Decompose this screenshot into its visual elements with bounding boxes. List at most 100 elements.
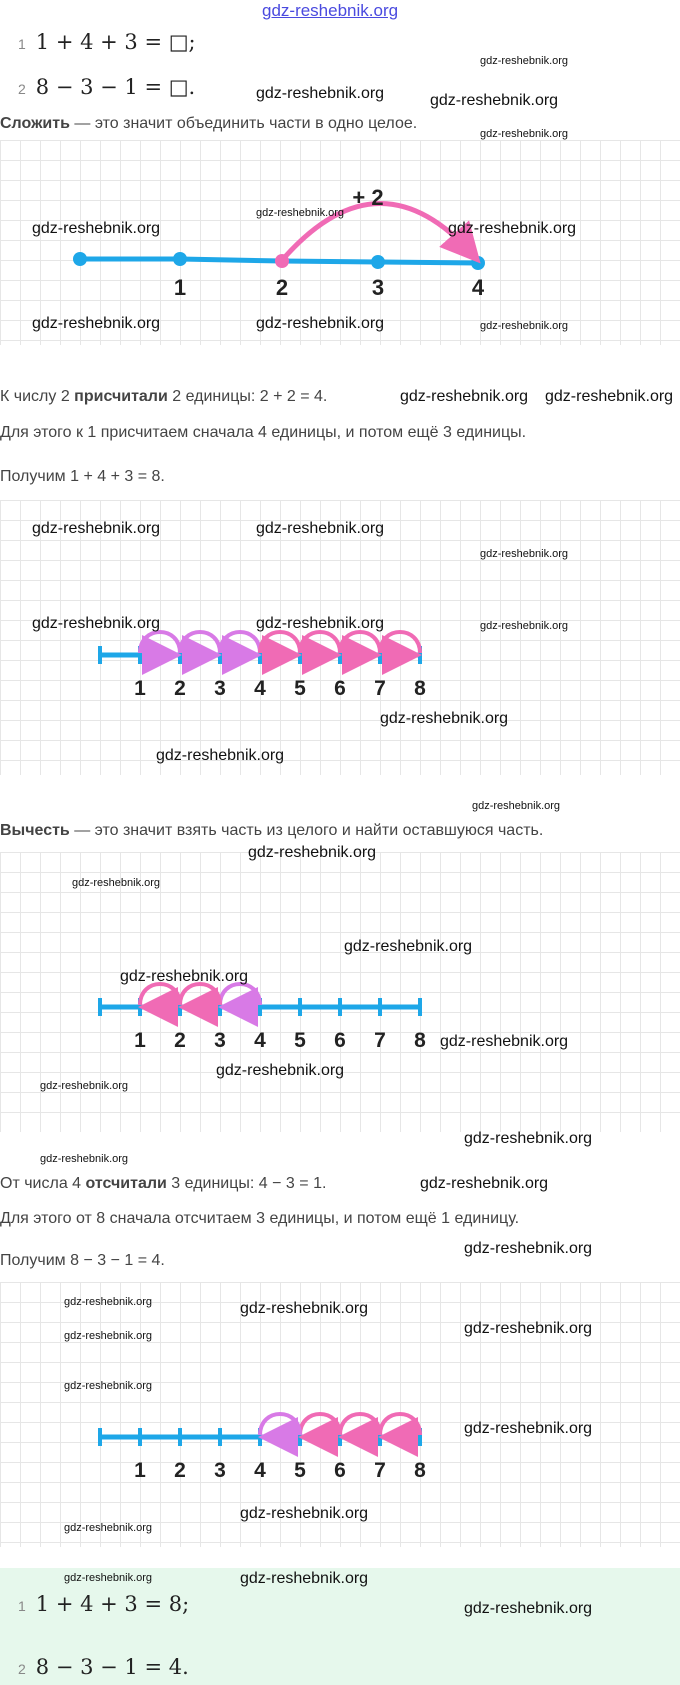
watermark: gdz-reshebnik.org [64,1296,153,1308]
number-point [471,256,485,270]
watermark: gdz-reshebnik.org [440,1033,569,1050]
step-arc [138,630,182,654]
expression: 1 + 4 + 3 = 8; [35,1592,190,1616]
watermark: gdz-reshebnik.org [32,220,161,237]
grid-area-1 [0,140,680,345]
add-explanation-1: К числу 2 присчитали 2 единицы: 2 + 2 = … [0,388,327,406]
watermark-link[interactable]: gdz-reshebnik.org [262,1,399,20]
watermark: gdz-reshebnik.org [32,315,161,332]
watermark: gdz-reshebnik.org [64,1380,153,1392]
watermark: gdz-reshebnik.org [64,1330,153,1342]
task-item-1: 1 1 + 4 + 3 = □; [18,30,196,54]
sub-explanation-1: От числа 4 отсчитали 3 единицы: 4 − 3 = … [0,1175,326,1193]
watermark: gdz-reshebnik.org [64,1572,153,1584]
watermark: gdz-reshebnik.org [344,938,473,955]
tick-label: 4 [254,677,266,700]
step-arc [178,630,222,654]
tick-label: 3 [372,275,384,300]
sub-result: Получим 8 − 3 − 1 = 4. [0,1252,165,1269]
add-definition: Сложить — это значит объединить части в … [0,115,417,133]
step-arc [378,630,422,654]
tick-label: 5 [294,1029,306,1052]
tick-label: 1 [174,275,186,300]
watermark: gdz-reshebnik.org [480,128,569,140]
step-arc [218,630,262,654]
text: отсчитали [85,1175,167,1192]
expression: 8 − 3 − 1 = □. [35,75,196,99]
tick-label: 6 [334,677,346,700]
tick-label: 4 [254,1029,266,1052]
jump-label: + 2 [352,185,383,210]
watermark: gdz-reshebnik.org [380,710,509,727]
tick-label: 5 [294,677,306,700]
text: присчитали [69,388,173,405]
step-arc [298,630,342,654]
text: От числа 4 [0,1175,86,1192]
tick-label: 8 [414,1029,426,1052]
watermark: gdz-reshebnik.org [472,800,561,812]
tick-label: 5 [294,1459,306,1482]
watermark: gdz-reshebnik.org [72,877,161,889]
watermark: gdz-reshebnik.org [400,388,529,405]
tick-label: 3 [214,1029,226,1052]
add-result: Получим 1 + 4 + 3 = 8. [0,468,165,485]
sub-definition: Вычесть — это значит взять часть из цело… [0,822,543,840]
item-number: 2 [18,1661,26,1677]
text: 2 единицы: 2 + 2 = 4. [172,388,328,405]
step-arc [178,982,222,1006]
watermark: gdz-reshebnik.org [430,92,559,109]
tick-label: 2 [174,1029,186,1052]
step-arc [258,630,302,654]
step-arc [218,982,262,1006]
watermark: gdz-reshebnik.org [240,1300,369,1317]
watermark: gdz-reshebnik.org [464,1240,593,1257]
tick-label: 8 [414,1459,426,1482]
watermark: gdz-reshebnik.org [256,315,385,332]
tick-label: 6 [334,1459,346,1482]
tick-label: 1 [134,1459,146,1482]
text: К числу [0,388,61,405]
text: 2 [60,388,70,405]
step-arc [258,1412,302,1436]
term: Вычесть [0,822,70,839]
watermark: gdz-reshebnik.org [480,620,569,632]
answer-panel [0,1568,680,1685]
tick-label: 7 [374,1029,386,1052]
step-arc [378,1412,422,1436]
watermark: gdz-reshebnik.org [32,615,161,632]
item-number: 1 [18,36,26,52]
watermark: gdz-reshebnik.org [464,1420,593,1437]
watermark: gdz-reshebnik.org [464,1320,593,1337]
watermark: gdz-reshebnik.org [256,615,385,632]
add-explanation-2: Для этого к 1 присчитаем сначала 4 едини… [0,424,527,441]
definition-text: — это значит объединить части в одно цел… [69,115,418,132]
tick-label: 7 [374,677,386,700]
jump-arc-arrow [282,201,481,264]
watermark: gdz-reshebnik.org [256,85,385,102]
tick-label: 4 [254,1459,266,1482]
watermark: gdz-reshebnik.org [464,1600,593,1617]
step-arc [338,630,382,654]
expression: 1 + 4 + 3 = □; [35,30,196,54]
text: 3 единицы: 4 − 3 = 1. [166,1175,327,1192]
definition-text: — это значит взять часть из целого и най… [69,822,544,839]
tick-label: 2 [174,677,186,700]
step-arc [298,1412,342,1436]
watermark: gdz-reshebnik.org [464,1130,593,1147]
watermark: gdz-reshebnik.org [448,220,577,237]
tick-label: 1 [134,1029,146,1052]
watermark: gdz-reshebnik.org [480,548,569,560]
watermark: gdz-reshebnik.org [480,55,569,67]
grid-area-3 [0,852,680,1132]
tick-label: 8 [414,677,426,700]
term: Сложить [0,115,70,132]
watermark: gdz-reshebnik.org [248,844,377,861]
number-point [73,252,87,266]
